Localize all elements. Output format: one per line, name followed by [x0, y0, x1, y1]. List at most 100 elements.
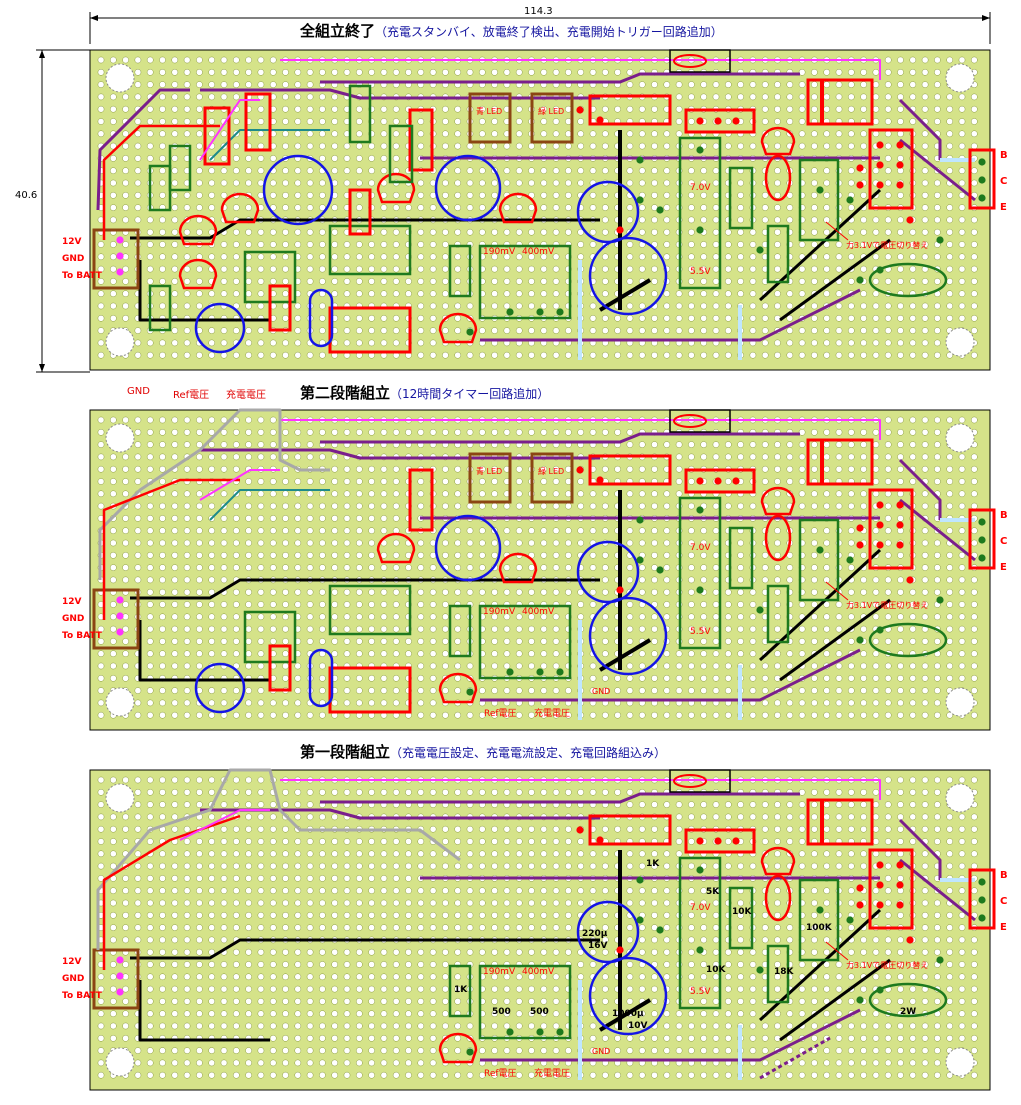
- hole: [196, 57, 202, 63]
- hole: [615, 315, 621, 321]
- hole: [282, 143, 288, 149]
- hole: [196, 949, 202, 955]
- hole: [787, 328, 793, 334]
- hole: [799, 638, 805, 644]
- hole: [750, 454, 756, 460]
- hole: [381, 688, 387, 694]
- hole: [172, 688, 178, 694]
- hole: [824, 82, 830, 88]
- hole: [688, 663, 694, 669]
- hole: [738, 217, 744, 223]
- hole: [159, 700, 165, 706]
- hole: [947, 291, 953, 297]
- hole: [455, 949, 461, 955]
- hole: [307, 266, 313, 272]
- hole: [738, 229, 744, 235]
- hole: [492, 180, 498, 186]
- via: [876, 626, 883, 633]
- hole: [590, 69, 596, 75]
- hole: [159, 614, 165, 620]
- hole: [811, 663, 817, 669]
- hole: [959, 466, 965, 472]
- hole: [688, 912, 694, 918]
- left-label-1: GND: [62, 254, 84, 264]
- hole: [221, 155, 227, 161]
- hole: [467, 888, 473, 894]
- hole: [135, 454, 141, 460]
- hole: [405, 925, 411, 931]
- hole: [528, 589, 534, 595]
- hole: [418, 118, 424, 124]
- hole: [233, 565, 239, 571]
- hole: [295, 118, 301, 124]
- pad: [876, 521, 883, 528]
- hole: [184, 131, 190, 137]
- hole: [442, 826, 448, 832]
- hole: [762, 352, 768, 358]
- hole: [578, 168, 584, 174]
- hole: [332, 601, 338, 607]
- hole: [885, 131, 891, 137]
- hole: [479, 838, 485, 844]
- hole: [971, 626, 977, 632]
- hole: [393, 503, 399, 509]
- hole: [701, 315, 707, 321]
- hole: [676, 352, 682, 358]
- hole: [824, 328, 830, 334]
- hole: [184, 712, 190, 718]
- hole: [492, 192, 498, 198]
- hole: [688, 168, 694, 174]
- hole: [442, 552, 448, 558]
- hole: [750, 626, 756, 632]
- hole: [885, 515, 891, 521]
- hole: [897, 675, 903, 681]
- hole: [922, 352, 928, 358]
- hole: [492, 69, 498, 75]
- hole: [135, 118, 141, 124]
- hole: [590, 589, 596, 595]
- hole: [959, 180, 965, 186]
- via: [936, 236, 943, 243]
- hole: [172, 168, 178, 174]
- right-label-B: B: [1000, 510, 1008, 521]
- hole: [381, 912, 387, 918]
- hole: [479, 143, 485, 149]
- hole: [209, 69, 215, 75]
- hole: [479, 180, 485, 186]
- hole: [381, 961, 387, 967]
- hole: [344, 925, 350, 931]
- hole: [713, 626, 719, 632]
- hole: [184, 700, 190, 706]
- hole: [356, 106, 362, 112]
- hole: [135, 937, 141, 943]
- hole: [651, 168, 657, 174]
- hole: [135, 925, 141, 931]
- hole: [369, 688, 375, 694]
- hole: [184, 888, 190, 894]
- hole: [922, 180, 928, 186]
- hole: [627, 503, 633, 509]
- hole: [528, 278, 534, 284]
- hole: [762, 217, 768, 223]
- hole: [209, 565, 215, 571]
- hole: [639, 528, 645, 534]
- hole: [750, 143, 756, 149]
- hole: [196, 651, 202, 657]
- hole: [688, 328, 694, 334]
- hole: [172, 155, 178, 161]
- hole: [688, 291, 694, 297]
- hole: [246, 328, 252, 334]
- hole: [295, 491, 301, 497]
- hole: [528, 352, 534, 358]
- hole: [873, 888, 879, 894]
- hole: [774, 851, 780, 857]
- hole: [713, 675, 719, 681]
- hole: [270, 266, 276, 272]
- hole: [824, 315, 830, 321]
- hole: [332, 278, 338, 284]
- hole: [442, 712, 448, 718]
- hole: [98, 826, 104, 832]
- hole: [861, 863, 867, 869]
- hole: [627, 278, 633, 284]
- hole: [528, 863, 534, 869]
